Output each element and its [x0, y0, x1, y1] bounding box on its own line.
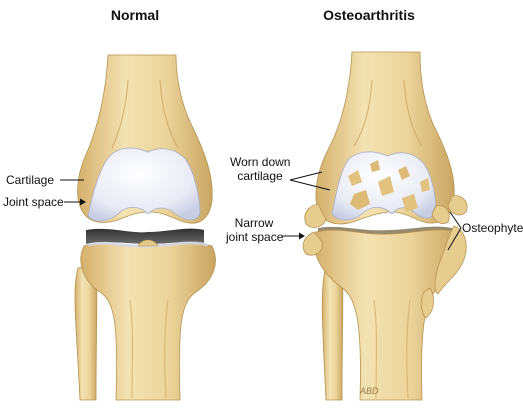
osteoarthritis-title: Osteoarthritis: [314, 7, 424, 23]
normal-tibia: [81, 243, 216, 400]
artist-signature: ABD: [360, 384, 379, 398]
osteoarthritis-knee: [303, 52, 467, 400]
cartilage-label: Cartilage: [6, 173, 54, 187]
osteophytes-label: Osteophytes: [462, 221, 523, 235]
joint-space-label: Joint space: [3, 195, 64, 209]
narrow-joint-space-label: Narrow joint space: [226, 216, 282, 244]
normal-knee: [75, 55, 216, 400]
worn-down-cartilage-label: Worn down cartilage: [230, 155, 290, 183]
normal-title: Normal: [95, 7, 175, 23]
